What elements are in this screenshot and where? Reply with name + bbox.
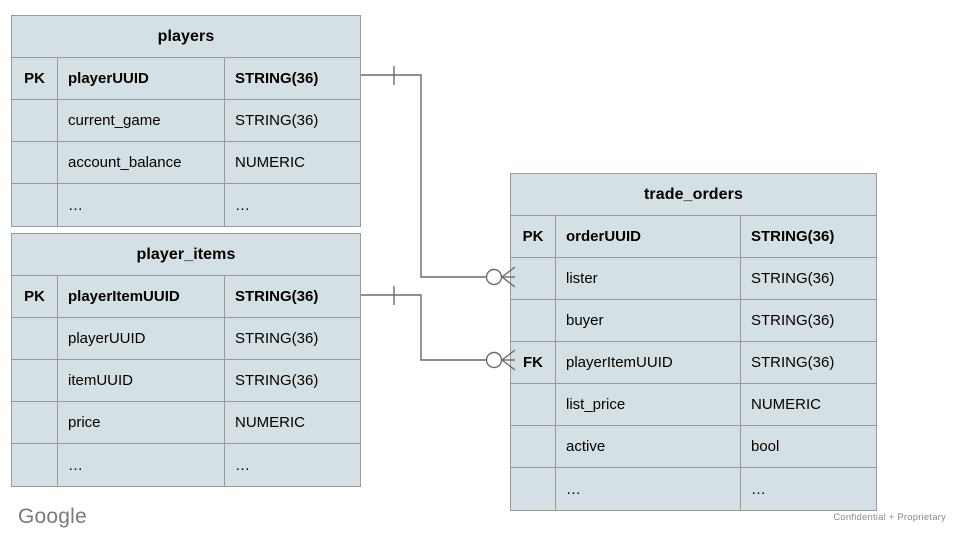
column-type: NUMERIC <box>235 154 305 171</box>
column-type: STRING(36) <box>751 312 835 329</box>
column-key: FK <box>511 342 556 383</box>
column-field: playerUUID <box>58 58 225 99</box>
column-key <box>511 258 556 299</box>
column-type: STRING(36) <box>235 372 319 389</box>
cardinality-zero-circle-2 <box>485 351 503 369</box>
table-row[interactable]: price NUMERIC <box>12 402 360 444</box>
column-field: playerUUID <box>58 318 225 359</box>
column-type: NUMERIC <box>235 414 305 431</box>
table-row[interactable]: lister STRING(36) <box>511 258 876 300</box>
column-field: … <box>58 444 225 486</box>
column-key <box>12 444 58 486</box>
table-row[interactable]: current_game STRING(36) <box>12 100 360 142</box>
column-key <box>511 426 556 467</box>
column-type: NUMERIC <box>751 396 821 413</box>
entity-trade-orders-title: trade_orders <box>511 174 876 216</box>
cardinality-zero-circle-1 <box>485 268 503 286</box>
column-key <box>12 360 58 401</box>
column-key <box>511 384 556 425</box>
column-key: PK <box>511 216 556 257</box>
google-logo: Google <box>18 505 87 528</box>
column-field: current_game <box>58 100 225 141</box>
column-type: STRING(36) <box>235 288 319 305</box>
column-field: itemUUID <box>58 360 225 401</box>
column-type: … <box>751 480 767 498</box>
table-row[interactable]: … … <box>12 184 360 226</box>
column-field: … <box>556 468 741 510</box>
entity-players[interactable]: players PK playerUUID STRING(36) current… <box>11 15 361 227</box>
table-row[interactable]: playerUUID STRING(36) <box>12 318 360 360</box>
table-row[interactable]: FK playerItemUUID STRING(36) <box>511 342 876 384</box>
column-key <box>511 300 556 341</box>
table-row[interactable]: … … <box>511 468 876 510</box>
column-field: orderUUID <box>556 216 741 257</box>
column-key <box>12 100 58 141</box>
column-key <box>12 184 58 226</box>
column-key <box>12 402 58 443</box>
column-field: account_balance <box>58 142 225 183</box>
entity-player-items-title: player_items <box>12 234 360 276</box>
column-type: bool <box>751 438 780 455</box>
table-row[interactable]: buyer STRING(36) <box>511 300 876 342</box>
relationship-line-1 <box>361 74 487 278</box>
column-key <box>511 468 556 510</box>
column-field: lister <box>556 258 741 299</box>
table-row[interactable]: … … <box>12 444 360 486</box>
column-key <box>12 318 58 359</box>
column-type: STRING(36) <box>751 228 835 245</box>
entity-players-title: players <box>12 16 360 58</box>
column-field: playerItemUUID <box>58 276 225 317</box>
column-type: STRING(36) <box>235 70 319 87</box>
table-row[interactable]: account_balance NUMERIC <box>12 142 360 184</box>
relationship-line-2 <box>361 294 487 361</box>
table-row[interactable]: active bool <box>511 426 876 468</box>
column-field: list_price <box>556 384 741 425</box>
column-type: STRING(36) <box>751 354 835 371</box>
table-row[interactable]: PK playerUUID STRING(36) <box>12 58 360 100</box>
column-field: playerItemUUID <box>556 342 741 383</box>
table-row[interactable]: PK playerItemUUID STRING(36) <box>12 276 360 318</box>
column-field: buyer <box>556 300 741 341</box>
table-row[interactable]: PK orderUUID STRING(36) <box>511 216 876 258</box>
column-key: PK <box>12 276 58 317</box>
column-type: … <box>235 456 251 474</box>
column-field: … <box>58 184 225 226</box>
column-key: PK <box>12 58 58 99</box>
column-key <box>12 142 58 183</box>
table-row[interactable]: itemUUID STRING(36) <box>12 360 360 402</box>
column-type: STRING(36) <box>235 112 319 129</box>
column-type: … <box>235 196 251 214</box>
entity-player-items[interactable]: player_items PK playerItemUUID STRING(36… <box>11 233 361 487</box>
confidentiality-note: Confidential + Proprietary <box>833 512 946 523</box>
table-row[interactable]: list_price NUMERIC <box>511 384 876 426</box>
column-type: STRING(36) <box>751 270 835 287</box>
column-field: price <box>58 402 225 443</box>
relationship-player-items-to-trade-orders[interactable] <box>361 286 516 371</box>
relationship-players-to-trade-orders[interactable] <box>361 66 516 288</box>
column-type: STRING(36) <box>235 330 319 347</box>
column-field: active <box>556 426 741 467</box>
entity-trade-orders[interactable]: trade_orders PK orderUUID STRING(36) lis… <box>510 173 877 511</box>
